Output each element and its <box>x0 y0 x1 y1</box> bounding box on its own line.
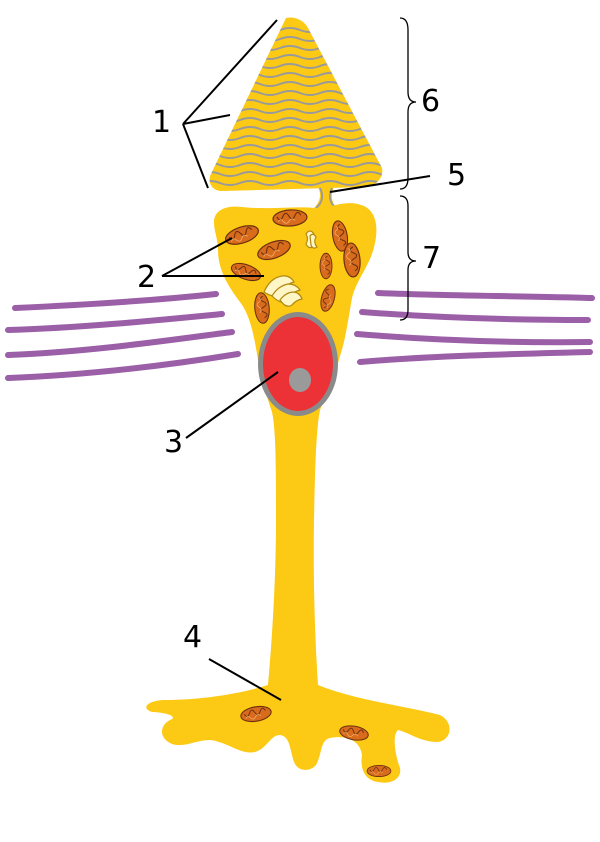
outer-segment-body <box>209 17 383 192</box>
nucleus-body <box>263 317 333 411</box>
leader-lines <box>161 19 431 701</box>
nucleolus <box>289 368 311 392</box>
brace-7 <box>399 195 417 321</box>
label-2: 2 <box>137 260 156 295</box>
brace-6 <box>399 17 417 190</box>
golgi-apparatus <box>263 230 318 307</box>
label-1: 1 <box>152 105 171 140</box>
nucleus <box>258 312 338 416</box>
membrane-fibers-right <box>354 290 595 365</box>
label-3: 3 <box>164 425 183 460</box>
label-5: 5 <box>447 158 466 193</box>
label-7: 7 <box>422 241 441 276</box>
label-4: 4 <box>183 620 202 655</box>
membrane-fibers-left <box>5 291 241 381</box>
connecting-cilium <box>314 187 337 209</box>
label-6: 6 <box>421 84 440 119</box>
cell-body <box>146 203 450 783</box>
outer-segment <box>209 17 383 192</box>
